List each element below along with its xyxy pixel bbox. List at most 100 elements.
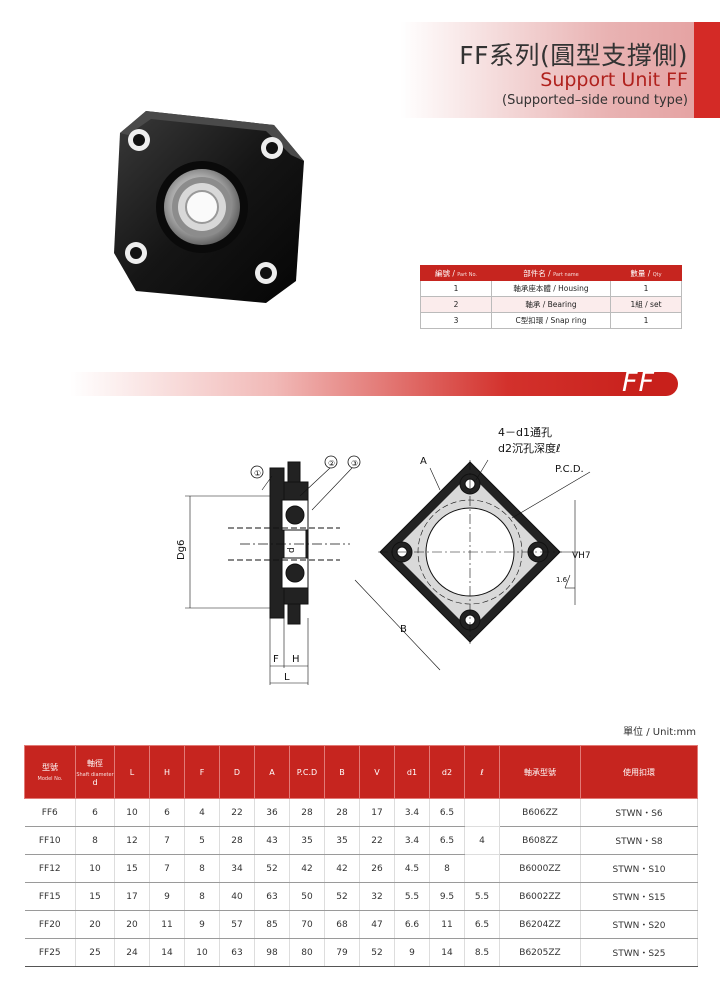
cell-ring: STWN・S6	[580, 798, 698, 827]
cell-d1: 5.5	[394, 882, 430, 911]
cell-h: 7	[149, 826, 185, 855]
roughness-label: 1.6	[556, 576, 568, 584]
cell-l	[464, 854, 500, 883]
part-qty: 1	[610, 312, 682, 329]
cell-pcd: 50	[289, 882, 325, 911]
dim-h: H	[292, 654, 300, 665]
dim-d-outer: Dg6	[176, 540, 187, 560]
cell-d2: 8	[429, 854, 465, 883]
cell-l: 15	[114, 854, 150, 883]
cell-v: 22	[359, 826, 395, 855]
section-tab	[620, 372, 678, 396]
callout-3: ③	[351, 459, 358, 468]
cell-l: 10	[114, 798, 150, 827]
cell-f: 9	[184, 910, 220, 939]
cell-d2: 6.5	[429, 798, 465, 827]
cell-b: 68	[324, 910, 360, 939]
cell-f: 8	[184, 882, 220, 911]
cell-f: 8	[184, 854, 220, 883]
cell-d1: 6.6	[394, 910, 430, 939]
cell-d1: 3.4	[394, 798, 430, 827]
cell-b: 79	[324, 938, 360, 967]
header-l: L	[114, 745, 150, 799]
front-view	[354, 459, 591, 671]
cell-v: 32	[359, 882, 395, 911]
table-row: 2 軸承 / Bearing 1組 / set	[420, 296, 682, 313]
section-band	[70, 372, 654, 396]
table-row: 1 軸承座本體 / Housing 1	[420, 280, 682, 297]
cell-l: 12	[114, 826, 150, 855]
header-f: F	[184, 745, 220, 799]
cell-ring: STWN・S10	[580, 854, 698, 883]
cell-a: 52	[254, 854, 290, 883]
cell-a: 43	[254, 826, 290, 855]
page-title-english: Support Unit FF	[540, 69, 688, 91]
hole-label-counterbore: d2沉孔深度ℓ	[498, 441, 561, 455]
header-b: B	[324, 745, 360, 799]
header-d2: d2	[429, 745, 465, 799]
cell-h: 9	[149, 882, 185, 911]
cell-d: 20	[75, 910, 115, 939]
cell-d: 63	[219, 938, 255, 967]
cell-v: 47	[359, 910, 395, 939]
side-view	[185, 455, 361, 685]
header-red-tab	[694, 22, 720, 118]
cell-d1: 3.4	[394, 826, 430, 855]
cell-bearing: B6205ZZ	[499, 938, 581, 967]
cell-b: 35	[324, 826, 360, 855]
cell-d: 34	[219, 854, 255, 883]
dim-l: L	[284, 672, 290, 683]
cell-d2: 6.5	[429, 826, 465, 855]
cell-model: FF25	[24, 938, 76, 967]
cell-b: 28	[324, 798, 360, 827]
technical-drawing: ① ② ③ Dg6 d F H L 4－d1通孔 d2沉孔深度ℓ P.C.D. …	[176, 426, 591, 685]
part-name: 軸承 / Bearing	[491, 296, 611, 313]
header-h: H	[149, 745, 185, 799]
cell-v: 26	[359, 854, 395, 883]
cell-a: 85	[254, 910, 290, 939]
table-row: 3 C型扣環 / Snap ring 1	[420, 312, 682, 329]
dim-v: VH7	[572, 551, 591, 561]
header-d1: d1	[394, 745, 430, 799]
cell-l: 20	[114, 910, 150, 939]
cell-d2: 14	[429, 938, 465, 967]
cell-l: 17	[114, 882, 150, 911]
header-l-depth: ℓ	[464, 745, 500, 799]
cell-f: 5	[184, 826, 220, 855]
parts-header-name: 部件名 / Part name	[491, 265, 611, 281]
cell-l: 5.5	[464, 882, 500, 911]
cell-pcd: 42	[289, 854, 325, 883]
cell-d1: 4.5	[394, 854, 430, 883]
cell-model: FF12	[24, 854, 76, 883]
cell-d: 28	[219, 826, 255, 855]
cell-pcd: 35	[289, 826, 325, 855]
cell-bearing: B6000ZZ	[499, 854, 581, 883]
part-name: C型扣環 / Snap ring	[491, 312, 611, 329]
dim-b: B	[400, 624, 407, 635]
cell-b: 52	[324, 882, 360, 911]
pcd-label: P.C.D.	[555, 464, 584, 475]
header-d: D	[219, 745, 255, 799]
cell-h: 14	[149, 938, 185, 967]
part-no: 1	[420, 280, 492, 297]
header-gradient-band	[400, 22, 694, 118]
section-label: FF	[622, 367, 656, 398]
cell-a: 36	[254, 798, 290, 827]
dim-f: F	[273, 654, 279, 665]
cell-bearing: B6204ZZ	[499, 910, 581, 939]
cell-d: 15	[75, 882, 115, 911]
cell-l: 4	[464, 826, 500, 855]
cell-d2: 9.5	[429, 882, 465, 911]
dim-shaft-d: d	[287, 547, 297, 553]
cell-d: 22	[219, 798, 255, 827]
cell-l: 8.5	[464, 938, 500, 967]
cell-v: 17	[359, 798, 395, 827]
cell-pcd: 28	[289, 798, 325, 827]
